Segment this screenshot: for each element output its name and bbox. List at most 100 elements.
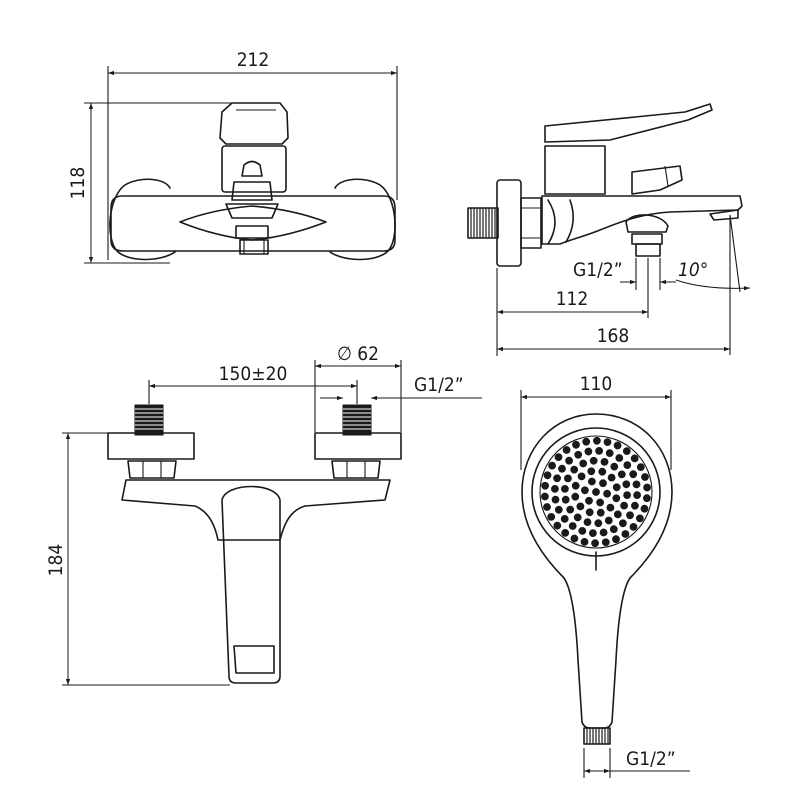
spray-hole xyxy=(568,522,577,530)
spray-hole xyxy=(572,440,580,449)
dimension-label-168: 168 xyxy=(597,325,630,347)
spray-hole xyxy=(581,486,589,495)
dimension-label-110: 110 xyxy=(580,373,613,395)
outlet-nut xyxy=(235,225,269,239)
spray-hole xyxy=(632,480,641,489)
spray-hole xyxy=(603,438,612,447)
spray-hole xyxy=(584,447,593,456)
spray-hole xyxy=(596,508,605,517)
spray-hole xyxy=(594,519,603,528)
cartridge-column xyxy=(221,145,287,193)
spray-hole xyxy=(574,450,583,459)
right-flange xyxy=(329,178,396,261)
spray-hole xyxy=(589,529,597,537)
left-front-flange xyxy=(107,432,195,460)
spray-hole xyxy=(541,481,549,490)
spray-hole xyxy=(613,441,622,450)
spray-hole xyxy=(640,504,649,513)
dimension-label-thread-side: G1/2” xyxy=(573,259,623,281)
side-flange xyxy=(496,179,522,267)
spray-hole xyxy=(579,459,588,468)
angle-label: 10° xyxy=(678,259,708,281)
spray-hole xyxy=(541,492,549,501)
spray-hole xyxy=(599,528,608,537)
front-body xyxy=(121,479,391,541)
spray-hole xyxy=(604,516,613,525)
dimension-label-62: ∅ 62 xyxy=(337,343,379,365)
left-flange xyxy=(109,178,176,261)
spray-hole xyxy=(553,521,562,530)
spray-hole xyxy=(580,538,589,546)
spray-hole xyxy=(561,485,569,493)
spray-holes xyxy=(541,436,651,548)
spray-hole xyxy=(610,462,619,471)
spray-hole xyxy=(571,492,580,501)
spray-hole xyxy=(561,495,570,504)
spray-hole xyxy=(643,483,651,492)
spray-hole xyxy=(626,511,634,520)
spray-hole xyxy=(601,538,610,547)
spray-hole xyxy=(560,515,569,523)
spray-hole xyxy=(615,454,624,462)
right-front-flange xyxy=(314,432,402,460)
spout-aerator xyxy=(709,209,739,221)
front-lever-tip xyxy=(233,645,275,674)
spray-hole xyxy=(622,480,631,489)
spray-hole xyxy=(578,527,587,535)
right-front-nut xyxy=(331,460,381,479)
dimension-label-212: 212 xyxy=(237,49,270,71)
spray-hole xyxy=(622,447,631,456)
spray-hole xyxy=(605,449,614,458)
dimension-label-184: 184 xyxy=(45,544,67,577)
spray-hole xyxy=(554,505,563,514)
spray-hole xyxy=(571,481,580,490)
spray-hole xyxy=(585,508,594,517)
spray-hole xyxy=(566,505,575,514)
spray-hole xyxy=(612,494,621,503)
dimension-label-thread-handle: G1/2” xyxy=(626,748,676,770)
spray-ring xyxy=(539,435,653,549)
spray-hole xyxy=(633,491,641,500)
spray-hole xyxy=(585,496,593,505)
spray-hole xyxy=(591,539,599,548)
spray-hole xyxy=(588,477,596,486)
spray-hole xyxy=(598,467,607,476)
diverter-knob xyxy=(241,160,263,177)
left-front-nut xyxy=(127,460,177,479)
lever-handle xyxy=(219,102,289,145)
spray-hole xyxy=(613,510,622,519)
angle-line xyxy=(729,214,741,293)
hand-shower: 110 G1/2” xyxy=(520,373,690,778)
side-outlet-connector xyxy=(635,243,661,257)
spray-hole xyxy=(641,473,649,481)
side-eccentric xyxy=(520,197,542,249)
spray-hole xyxy=(636,463,645,472)
front-view: 184 150±20 ∅ 62 G1/2” xyxy=(45,343,482,686)
side-column xyxy=(544,145,606,195)
spray-hole xyxy=(609,525,618,534)
dimension-label-112: 112 xyxy=(556,288,589,310)
spray-hole xyxy=(589,456,598,465)
spray-hole xyxy=(623,461,632,470)
spray-hole xyxy=(582,437,591,446)
body-curve xyxy=(565,199,574,243)
side-outlet-nut xyxy=(631,233,663,245)
top-view: 212 118 xyxy=(67,49,398,264)
diverter-stem xyxy=(231,181,273,201)
dimension-label-thread-front: G1/2” xyxy=(414,374,464,396)
spray-hole xyxy=(543,503,551,511)
spray-hole xyxy=(631,501,639,510)
spray-hole xyxy=(612,535,620,544)
spray-hole xyxy=(554,453,563,462)
side-outlet xyxy=(625,214,669,233)
spray-hole xyxy=(577,472,586,481)
spray-hole xyxy=(562,446,571,454)
spray-hole xyxy=(636,514,644,523)
spray-hole xyxy=(548,461,556,470)
spray-hole xyxy=(603,489,611,498)
spray-hole xyxy=(593,436,601,445)
spray-hole xyxy=(599,479,607,488)
spray-hole xyxy=(583,518,592,526)
left-inlet-thread xyxy=(134,404,164,436)
